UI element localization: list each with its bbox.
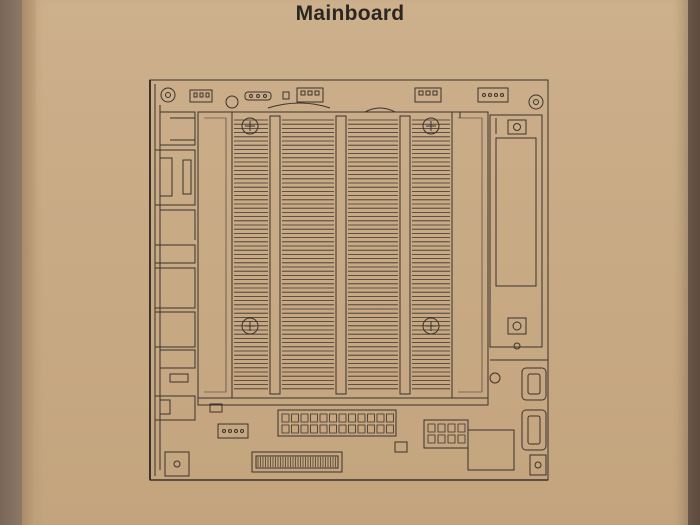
sata-ports: [490, 368, 546, 475]
page-title: Mainboard: [295, 2, 405, 25]
left-ports: [155, 112, 195, 420]
box-edge: [22, 0, 36, 525]
heatsink-fins: [234, 120, 450, 389]
bottom-connectors: [165, 398, 514, 476]
m2-slot: [490, 115, 548, 360]
top-connectors: [161, 88, 543, 118]
